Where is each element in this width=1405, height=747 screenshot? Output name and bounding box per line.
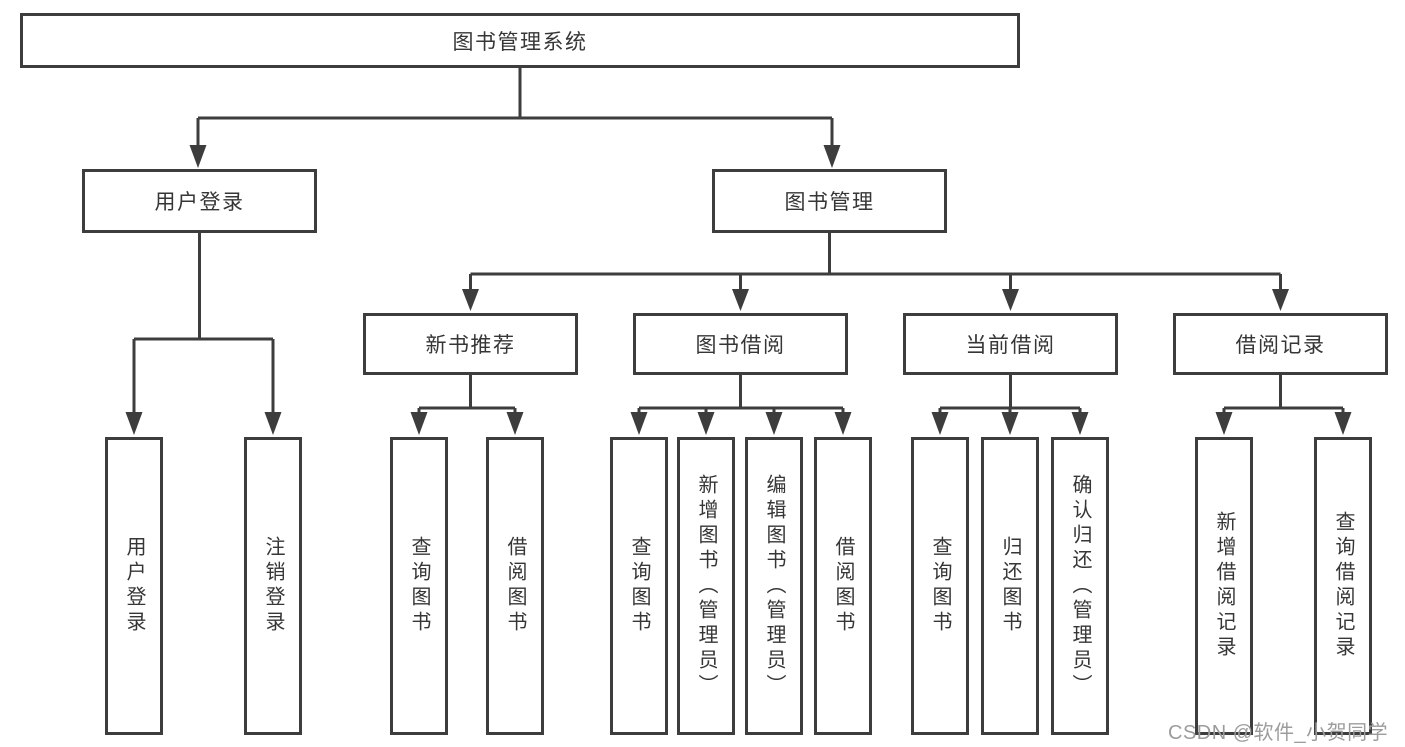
node-label: 用户登录: [123, 536, 145, 636]
leaf-query-books-recommend: 查询图书: [390, 437, 448, 735]
node-label: 查询借阅记录: [1332, 511, 1354, 661]
node-label: 图书管理: [784, 191, 875, 214]
node-label: 编辑图书（管理员）: [763, 473, 785, 699]
node-label: 查询图书: [628, 536, 650, 636]
node-new-book-recommend: 新书推荐: [363, 313, 578, 375]
leaf-return-books: 归还图书: [981, 437, 1039, 735]
node-label: 新书推荐: [425, 334, 516, 357]
node-label: 查询图书: [408, 536, 430, 636]
leaf-user-login: 用户登录: [105, 437, 163, 735]
node-label: 新增借阅记录: [1213, 511, 1235, 661]
node-book-borrowing: 图书借阅: [633, 313, 848, 375]
node-label: 图书管理系统: [452, 30, 588, 54]
node-current-borrowing: 当前借阅: [903, 313, 1118, 375]
node-label: 用户登录: [154, 191, 245, 214]
leaf-logout: 注销登录: [244, 437, 302, 735]
node-label: 确认归还（管理员）: [1069, 473, 1091, 699]
leaf-query-borrow-record: 查询借阅记录: [1314, 437, 1372, 735]
node-label: 借阅记录: [1235, 334, 1326, 357]
node-label: 借阅图书: [504, 536, 526, 636]
leaf-add-books-admin: 新增图书（管理员）: [677, 437, 735, 735]
leaf-query-books-borrowing: 查询图书: [610, 437, 668, 735]
csdn-watermark: CSDN @软件_小贺同学: [1168, 722, 1389, 744]
node-library-system: 图书管理系统: [20, 13, 1020, 68]
leaf-edit-books-admin: 编辑图书（管理员）: [745, 437, 803, 735]
leaf-confirm-return-admin: 确认归还（管理员）: [1051, 437, 1109, 735]
node-label: 查询图书: [929, 536, 951, 636]
node-label: 新增图书（管理员）: [695, 473, 717, 699]
leaf-borrow-books: 借阅图书: [814, 437, 872, 735]
node-book-management: 图书管理: [712, 169, 947, 233]
node-label: 借阅图书: [832, 536, 854, 636]
leaf-borrow-books-recommend: 借阅图书: [486, 437, 544, 735]
arrowheads: [125, 145, 1352, 435]
node-label: 图书借阅: [695, 334, 786, 357]
node-user-login: 用户登录: [82, 169, 317, 233]
node-label: 注销登录: [262, 536, 284, 636]
leaf-query-books-current: 查询图书: [911, 437, 969, 735]
node-label: 当前借阅: [965, 334, 1056, 357]
node-label: 归还图书: [999, 536, 1021, 636]
leaf-add-borrow-record: 新增借阅记录: [1195, 437, 1253, 735]
node-borrowing-records: 借阅记录: [1173, 313, 1388, 375]
